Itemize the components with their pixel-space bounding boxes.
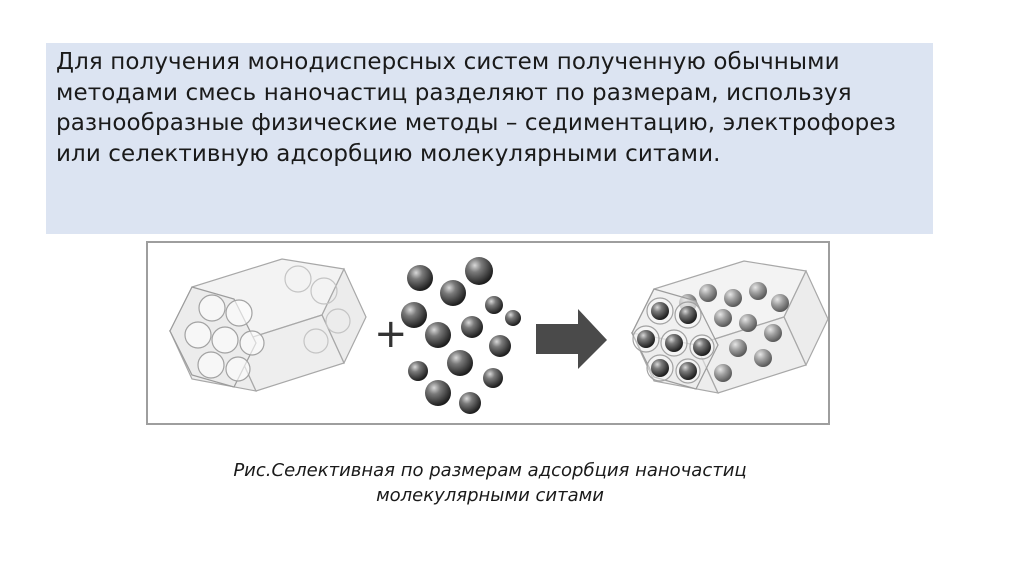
process-arrow: [536, 309, 607, 369]
filled-sieve: [630, 260, 828, 394]
figure-panel: +: [146, 241, 830, 425]
figure-caption: Рис.Селективная по размерам адсорбция на…: [100, 458, 880, 508]
caption-line-1: Рис.Селективная по размерам адсорбция на…: [233, 460, 747, 481]
body-paragraph: Для получения монодисперсных систем полу…: [56, 49, 896, 167]
caption-line-2: молекулярными ситами: [376, 485, 604, 506]
nanoparticle-mixture: [401, 257, 521, 414]
figure-illustration: +: [168, 257, 828, 414]
empty-sieve: [168, 258, 367, 392]
text-box: Для получения монодисперсных систем полу…: [46, 43, 933, 234]
